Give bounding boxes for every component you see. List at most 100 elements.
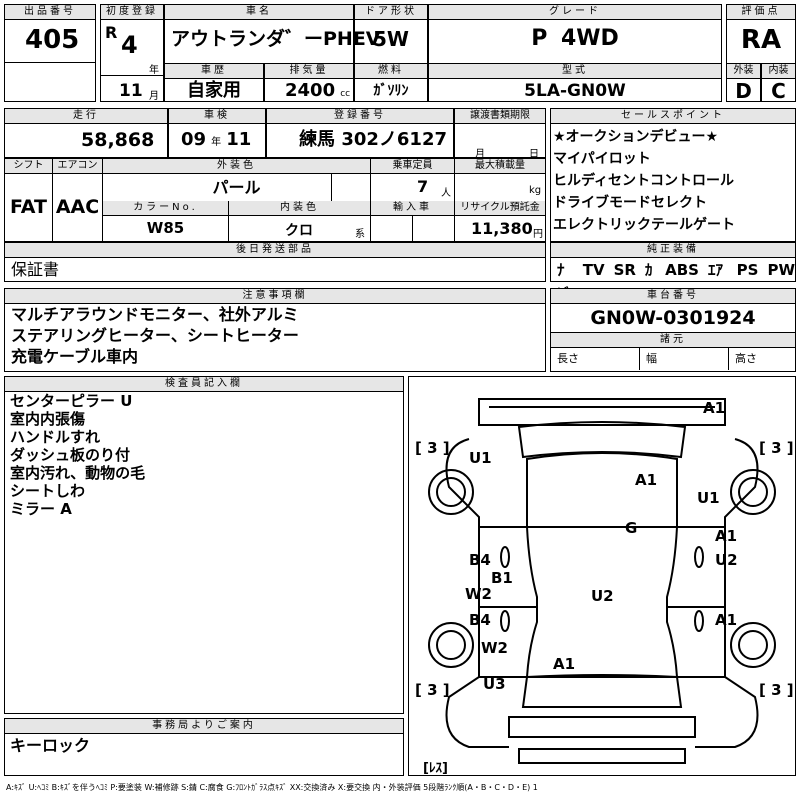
- mark-front-right-fender: U1: [697, 489, 720, 507]
- spec-grid: シフト エアコン FAT AAC 外装色 パール 乗車定員 7 人 最大積載量 …: [4, 158, 546, 242]
- equipment-box: 純正装備 ﾅﾋﾞ TV SR ｶﾜ ABS ｴｱB PS PW: [550, 242, 796, 303]
- legend: A:ｷｽﾞ U:ﾍｺﾐ B:ｷｽﾞを伴うﾍｺﾐ P:要塗装 W:補修跡 S:錆 …: [6, 783, 538, 792]
- equipment-item: SR: [613, 261, 636, 279]
- sales-point-item: ドライブモードセレクト: [553, 195, 707, 211]
- color-no-value: W85: [103, 216, 229, 241]
- model-code-box: 型式 5LA-GN0W: [428, 63, 722, 102]
- interior-color-value: クロ: [285, 223, 313, 239]
- doors-box: ドア形状 5W: [354, 4, 428, 64]
- load-unit: kg: [529, 185, 542, 196]
- transfer-month: 月: [475, 149, 485, 160]
- recycle-label: リサイクル預託金: [455, 201, 545, 216]
- office-value: キーロック: [10, 736, 91, 755]
- int-grade-box: 内装 C: [761, 63, 796, 103]
- mark-right-rear-door: A1: [715, 611, 738, 629]
- sales-points-label: セールスポイント: [551, 109, 795, 124]
- shift-value: FAT: [5, 174, 53, 241]
- grade-label: グレード: [429, 5, 721, 20]
- notes-box: 注意事項欄 マルチアラウンドモニター、社外アルミ ステアリングヒーター、シートヒ…: [4, 288, 546, 372]
- insp-year: 09: [181, 129, 207, 150]
- inspection-label: 車検: [169, 109, 265, 124]
- fuel-value: ｶﾞｿﾘﾝ: [373, 83, 409, 99]
- history-value: 自家用: [187, 80, 241, 101]
- era: R: [105, 23, 118, 42]
- load-label: 最大積載量: [455, 159, 545, 174]
- mark-front-bumper: A1: [703, 399, 726, 417]
- ext-label: 外装: [727, 64, 760, 79]
- recycle-unit: 円: [533, 229, 543, 240]
- mark-left-front-door: B4: [469, 551, 491, 569]
- displacement-box: 排気量 2400 cc: [264, 63, 354, 102]
- doors-label: ドア形状: [355, 5, 427, 20]
- score-box: 評価点 RA: [726, 4, 796, 64]
- score-label: 評価点: [727, 5, 795, 20]
- inspector-line: ミラー A: [10, 500, 72, 518]
- capacity-unit: 人: [441, 188, 451, 199]
- fuel-label: 燃料: [355, 64, 427, 79]
- ac-label: エアコン: [53, 159, 103, 174]
- reg-year-unit: 年: [149, 65, 159, 76]
- later-parts-label: 後日発送部品: [5, 243, 545, 258]
- mark-rear-bumper: U3: [483, 675, 506, 693]
- equipment-item: PW: [767, 261, 795, 279]
- tire-front-right: [ 3 ]: [759, 439, 794, 457]
- history-label: 車歴: [165, 64, 263, 79]
- color-value: パール: [103, 174, 371, 201]
- mark-trunk: A1: [553, 655, 576, 673]
- interior-color-label: 内装色: [229, 201, 371, 216]
- lot-box: 出品番号 405: [4, 4, 96, 102]
- interior-color-unit: 系: [355, 229, 365, 240]
- note-line: マルチアラウンドモニター、社外アルミ: [11, 305, 299, 324]
- color-no-label: カラーNo.: [103, 201, 229, 216]
- shift-label: シフト: [5, 159, 53, 174]
- history-box: 車歴 自家用: [164, 63, 264, 102]
- inspector-box: 検査員記入欄 センターピラー U 室内内張傷 ハンドルすれ ダッシュ板のり付 室…: [4, 376, 404, 714]
- score-value: RA: [740, 25, 782, 55]
- transfer-box: 譲渡書類期限 月 日: [454, 108, 546, 160]
- grade-value: P 4WD: [531, 26, 619, 51]
- int-grade: C: [771, 79, 786, 103]
- inspection-box: 車検 09 年 11 月: [168, 108, 266, 174]
- chassis-label: 車台番号: [551, 289, 795, 304]
- int-label: 内装: [762, 64, 795, 79]
- mark-left-rear-fender: W2: [481, 639, 508, 657]
- car-diagram: [ 3 ] [ 3 ] [ 3 ] [ 3 ] [ﾚｽ] A1 U1 A1 U1…: [408, 376, 796, 776]
- recycle-value: 11,380: [471, 219, 533, 238]
- mileage-value: 58,868: [81, 129, 155, 151]
- note-line: 充電ケーブル車内: [11, 347, 139, 366]
- capacity-cell: 7 人: [371, 174, 455, 201]
- mark-right-front-door-b: U2: [715, 551, 738, 569]
- inspector-line: 室内内張傷: [10, 410, 86, 428]
- equipment-label: 純正装備: [551, 243, 795, 258]
- dimensions-row: 長さ 幅 高さ: [551, 348, 795, 370]
- office-box: 事務局よりご案内 キーロック: [4, 718, 404, 776]
- interior-color-cell: クロ 系: [229, 216, 371, 241]
- plate-value: 練馬 302ノ6127: [299, 129, 447, 150]
- reg-year: 4: [121, 31, 138, 59]
- note-line: ステアリングヒーター、シートヒーター: [11, 326, 299, 345]
- model-code-value: 5LA-GN0W: [524, 81, 626, 101]
- recycle-cell: 11,380 円: [455, 216, 545, 241]
- spec-label: 諸元: [551, 333, 795, 348]
- first-registration-box: 初度登録 R 4 年 11 月: [100, 4, 164, 102]
- sales-point-item: エレクトリックテールゲート: [553, 217, 735, 233]
- inspector-line: ダッシュ板のり付: [10, 446, 131, 464]
- sales-points-box: セールスポイント ★オークションデビュー★ マイパイロット ヒルディセントコント…: [550, 108, 796, 242]
- spare-tire: [ﾚｽ]: [423, 761, 448, 776]
- equipment-item: ABS: [665, 261, 699, 279]
- later-parts-box: 後日発送部品 保証書: [4, 242, 546, 282]
- inspector-line: ハンドルすれ: [10, 428, 101, 446]
- equipment-item: TV: [582, 261, 605, 279]
- height-label: 高さ: [735, 352, 757, 365]
- reg-month: 11: [119, 81, 143, 101]
- notes-label: 注意事項欄: [5, 289, 545, 304]
- ext-grade-box: 外装 D: [726, 63, 761, 103]
- sales-point-item: マイパイロット: [553, 151, 651, 167]
- insp-month: 11: [226, 129, 252, 150]
- chassis-number: GN0W-0301924: [551, 304, 795, 333]
- tire-rear-left: [ 3 ]: [415, 681, 450, 699]
- model-label: 車名: [165, 5, 353, 20]
- length-label: 長さ: [551, 348, 640, 370]
- equipment-item: PS: [736, 261, 759, 279]
- mark-right-front-door-a: A1: [715, 527, 738, 545]
